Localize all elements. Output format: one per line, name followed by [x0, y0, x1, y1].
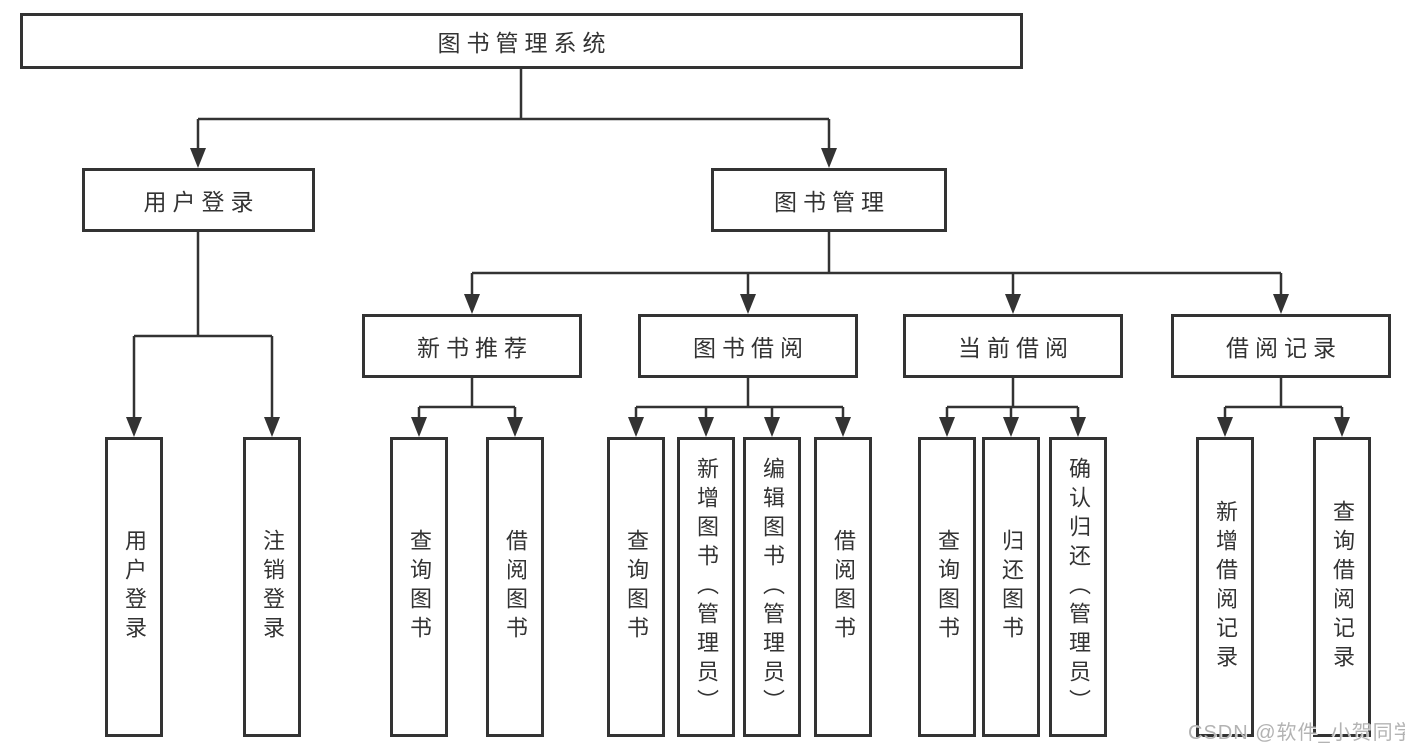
leaf-add-borrow-record: 新增借阅记录 — [1196, 437, 1254, 737]
leaf-query-books-borrowing: 查询图书 — [607, 437, 665, 737]
leaf-add-book-admin: 新增图书（管理员） — [677, 437, 735, 737]
connector-current-borrowing-to-leaves — [945, 378, 1080, 419]
connector-borrowing-records-to-leaves — [1223, 378, 1344, 419]
leaf-logout: 注销登录 — [243, 437, 301, 737]
leaf-borrow-books-borrowing: 借阅图书 — [814, 437, 872, 737]
leaf-user-login: 用户登录 — [105, 437, 163, 737]
node-label: 图书管理系统 — [437, 30, 612, 56]
arrowhead-icon — [1217, 417, 1233, 437]
node-label: 查询图书 — [935, 529, 960, 645]
node-root-system: 图书管理系统 — [20, 13, 1023, 69]
leaf-edit-book-admin: 编辑图书（管理员） — [743, 437, 801, 737]
arrowhead-icon — [939, 417, 955, 437]
node-label: 新增图书（管理员） — [694, 456, 719, 718]
leaf-borrow-books-recommend: 借阅图书 — [486, 437, 544, 737]
leaf-confirm-return-admin: 确认归还（管理员） — [1049, 437, 1107, 737]
node-label: 新书推荐 — [417, 335, 533, 361]
arrowhead-icon — [1070, 417, 1086, 437]
node-label: 查询借阅记录 — [1330, 500, 1355, 674]
node-user-login: 用户登录 — [82, 168, 315, 232]
node-label: 借阅图书 — [831, 529, 856, 645]
arrowhead-icon — [698, 417, 714, 437]
node-label: 当前借阅 — [958, 335, 1074, 361]
node-label: 新增借阅记录 — [1213, 500, 1238, 674]
arrowhead-icon — [740, 294, 756, 314]
node-borrowing-records: 借阅记录 — [1171, 314, 1391, 378]
node-new-book-recommend: 新书推荐 — [362, 314, 582, 378]
arrowhead-icon — [464, 294, 480, 314]
arrowhead-icon — [1334, 417, 1350, 437]
node-label: 编辑图书（管理员） — [760, 456, 785, 718]
node-book-borrowing: 图书借阅 — [638, 314, 858, 378]
connector-user-login-to-leaves — [132, 232, 274, 419]
arrowhead-icon — [1005, 294, 1021, 314]
arrowhead-icon — [190, 148, 206, 168]
node-label: 注销登录 — [260, 529, 285, 645]
node-label: 图书管理 — [774, 189, 890, 215]
arrowhead-icon — [507, 417, 523, 437]
connector-new-book-recommend-to-leaves — [417, 378, 517, 419]
connector-book-management-to-level3 — [470, 232, 1283, 296]
node-label: 用户登录 — [122, 529, 147, 645]
node-label: 图书借阅 — [693, 335, 809, 361]
arrowhead-icon — [264, 417, 280, 437]
leaf-query-books-current: 查询图书 — [918, 437, 976, 737]
arrowheads — [126, 148, 1350, 437]
leaf-query-borrow-record: 查询借阅记录 — [1313, 437, 1371, 737]
node-label: 借阅图书 — [503, 529, 528, 645]
node-label: 借阅记录 — [1226, 335, 1342, 361]
arrowhead-icon — [126, 417, 142, 437]
csdn-watermark: CSDN @软件_小贺同学 — [1188, 722, 1405, 744]
arrowhead-icon — [411, 417, 427, 437]
connector-book-borrowing-to-leaves — [634, 378, 845, 419]
arrowhead-icon — [1003, 417, 1019, 437]
arrowhead-icon — [764, 417, 780, 437]
node-label: 确认归还（管理员） — [1066, 456, 1091, 718]
arrowhead-icon — [1273, 294, 1289, 314]
node-current-borrowing: 当前借阅 — [903, 314, 1123, 378]
leaf-query-books-recommend: 查询图书 — [390, 437, 448, 737]
node-label: 查询图书 — [624, 529, 649, 645]
arrowhead-icon — [821, 148, 837, 168]
connector-root-to-level2 — [196, 69, 831, 150]
node-book-management: 图书管理 — [711, 168, 947, 232]
node-label: 用户登录 — [143, 189, 260, 215]
arrowhead-icon — [628, 417, 644, 437]
leaf-return-book: 归还图书 — [982, 437, 1040, 737]
arrowhead-icon — [835, 417, 851, 437]
node-label: 归还图书 — [999, 529, 1024, 645]
node-label: 查询图书 — [407, 529, 432, 645]
